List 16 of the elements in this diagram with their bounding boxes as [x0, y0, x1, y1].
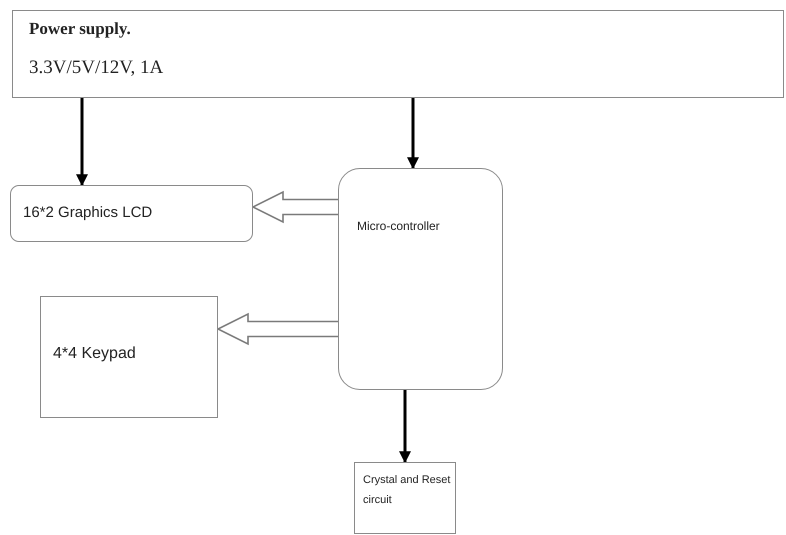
label-text: 3.3V/5V/12V, 1A — [29, 57, 164, 79]
arrow — [407, 98, 419, 170]
label-text: 16*2 Graphics LCD — [23, 204, 152, 221]
label-text: Micro-controller — [357, 219, 440, 233]
block-arrow — [251, 190, 339, 224]
arrow — [76, 98, 88, 186]
keypad-box — [40, 296, 218, 418]
arrow — [399, 390, 411, 464]
crystal-reset-box — [354, 462, 456, 534]
microcontroller-box — [338, 168, 503, 390]
block-arrow — [216, 312, 339, 346]
heading-text: Power supply. — [29, 19, 131, 39]
power-supply-box — [12, 10, 784, 98]
lcd-box — [10, 185, 253, 242]
label-text: 4*4 Keypad — [53, 345, 136, 363]
label-text: Crystal and Reset circuit — [363, 473, 452, 508]
